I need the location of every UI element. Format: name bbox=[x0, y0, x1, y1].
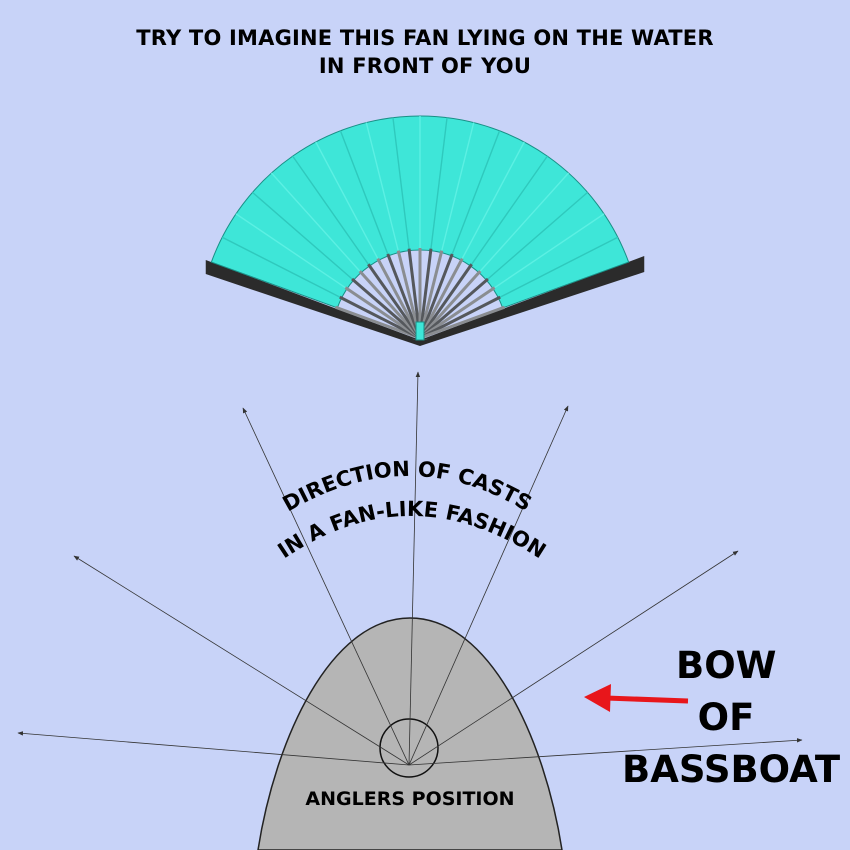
instruction-line-2: IN FRONT OF YOU bbox=[318, 54, 532, 78]
fan-rib bbox=[351, 277, 421, 340]
cast-line bbox=[73, 555, 410, 766]
fan-base bbox=[404, 334, 436, 340]
fan-pleat bbox=[498, 236, 619, 299]
fan-rib bbox=[358, 270, 422, 340]
fan-pleat bbox=[460, 141, 525, 261]
cast-line bbox=[408, 550, 739, 766]
bow-label-line-1: BOW bbox=[676, 644, 777, 687]
fan-rib bbox=[419, 305, 506, 340]
red-arrow-icon bbox=[584, 684, 689, 712]
fan-icon bbox=[205, 115, 645, 346]
fan-rib bbox=[419, 286, 496, 340]
bow-label-line-3: BASSBOAT bbox=[622, 748, 841, 791]
fan-pleat bbox=[339, 130, 390, 257]
fan-pleat bbox=[270, 172, 362, 274]
fan-pleat bbox=[430, 117, 448, 251]
fan-rib bbox=[334, 305, 421, 340]
fan-pleat bbox=[315, 141, 380, 261]
fan-rib bbox=[419, 295, 501, 340]
cast-line bbox=[408, 371, 421, 766]
fan-pleat bbox=[492, 213, 605, 290]
fan-rib bbox=[418, 263, 473, 339]
fan-pleat bbox=[450, 130, 501, 257]
fan-pleat bbox=[292, 155, 371, 267]
fan-guard-right bbox=[420, 256, 645, 346]
cast-line bbox=[408, 405, 569, 766]
fan-rib bbox=[344, 286, 421, 340]
fan-pleat bbox=[478, 172, 570, 274]
fan-rib bbox=[367, 263, 422, 339]
fan-rib bbox=[418, 253, 454, 339]
cast-line bbox=[242, 407, 410, 766]
fan-rib bbox=[419, 277, 489, 340]
fan-rib bbox=[418, 257, 464, 339]
fan-tassel bbox=[415, 321, 425, 341]
fan-pleat bbox=[440, 122, 475, 253]
bow-label-line-2: OF bbox=[697, 696, 755, 739]
fan-pleat bbox=[485, 191, 589, 281]
fan-pleat bbox=[251, 191, 355, 281]
cast-line bbox=[408, 738, 803, 766]
fan-pleat bbox=[469, 155, 548, 267]
fan-pleat bbox=[392, 117, 410, 251]
instruction-line-1: TRY TO IMAGINE THIS FAN LYING ON THE WAT… bbox=[136, 26, 714, 50]
fan-guard-left bbox=[205, 260, 420, 346]
fan-rib bbox=[376, 257, 422, 339]
fan-pleat bbox=[235, 213, 348, 290]
fan-rib bbox=[386, 253, 422, 339]
fan-pleat bbox=[221, 236, 342, 299]
fan-rib bbox=[418, 270, 482, 340]
fan-pleat bbox=[365, 122, 400, 253]
fan-rib bbox=[339, 295, 421, 340]
cast-line bbox=[17, 731, 410, 766]
angler-position-circle bbox=[379, 718, 439, 778]
cast-direction-lines bbox=[17, 371, 803, 766]
angler-position-label: ANGLERS POSITION bbox=[305, 788, 515, 810]
